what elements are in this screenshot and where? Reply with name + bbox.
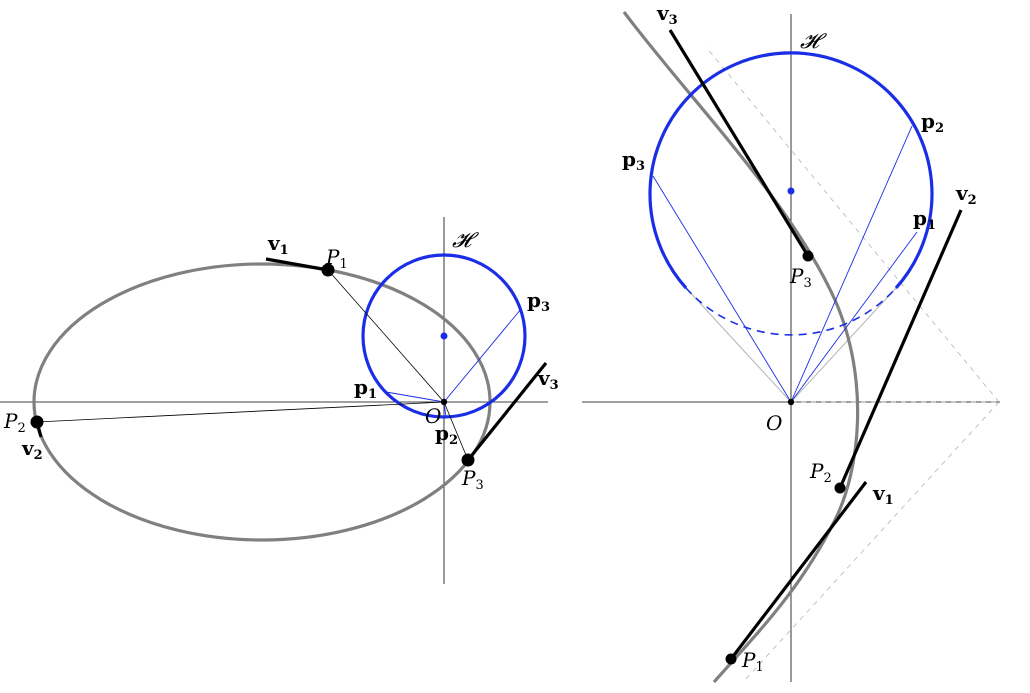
right-label-P1: P1	[741, 648, 764, 675]
right-point-p2	[834, 482, 846, 494]
left-hodo-vector-p3	[443, 308, 522, 403]
right-hodograph-arc-solid	[648, 51, 934, 290]
left-label-P3: P3	[461, 466, 484, 493]
right-label-P2: P2	[809, 459, 832, 486]
left-label-p1: p1	[354, 375, 377, 402]
right-asymptote-a	[705, 46, 1000, 403]
right-hodograph-arc-dashed	[685, 287, 897, 336]
right-hodo-vector-p1	[790, 231, 918, 403]
right-label-v3: v3	[656, 1, 678, 28]
right-velocity-v2	[838, 209, 963, 489]
left-hodograph-center	[440, 332, 448, 340]
left-hodo-vector-p1	[385, 391, 445, 403]
right-hodograph-center	[787, 187, 795, 195]
right-velocity-v1	[729, 481, 868, 660]
left-label-v2: v2	[21, 436, 43, 463]
left-label-v1: v1	[267, 231, 289, 258]
left-radius-p3	[443, 401, 469, 461]
right-hodo-vector-p2	[790, 125, 913, 403]
left-label-P1: P1	[325, 245, 348, 272]
left-panel: 𝓗 O P1 P2 P3 v1 v2 v3 p1 p2 p3	[0, 217, 559, 584]
right-label-p2: p2	[921, 109, 944, 136]
right-origin-label: O	[766, 411, 782, 435]
left-radius-p2	[36, 401, 445, 423]
left-point-p1	[321, 263, 335, 277]
left-hodograph-label: 𝓗	[452, 228, 479, 252]
left-label-p2: p2	[435, 421, 458, 448]
right-point-p1	[725, 653, 737, 665]
left-label-p3: p3	[527, 288, 550, 315]
right-tangent-left	[685, 287, 792, 403]
right-panel: 𝓗 O P1 P2 P3 v1 v2 v3 p1 p2 p3	[582, 1, 1000, 684]
left-radius-p1	[327, 269, 445, 403]
right-asymptote-b	[744, 401, 1000, 681]
left-point-p2	[30, 415, 44, 429]
right-label-P3: P3	[789, 264, 812, 291]
right-label-v2: v2	[955, 181, 977, 208]
right-label-p1: p1	[913, 206, 936, 233]
right-point-p3	[802, 250, 814, 262]
right-hyperbola-orbit	[622, 11, 860, 684]
right-label-v1: v1	[872, 481, 894, 508]
left-point-p3	[461, 453, 475, 467]
left-label-v3: v3	[537, 366, 559, 393]
left-origin-label: O	[425, 404, 441, 428]
right-tangent-right	[790, 287, 897, 403]
left-velocity-v1	[265, 257, 329, 272]
right-label-p3: p3	[622, 147, 645, 174]
left-velocity-v3	[466, 361, 548, 462]
right-velocity-v3	[668, 29, 810, 257]
left-label-P2: P2	[3, 409, 26, 436]
right-hodo-vector-p3	[652, 175, 792, 403]
right-hodograph-label: 𝓗	[800, 29, 827, 53]
left-origin-dot	[440, 398, 448, 406]
left-hodograph-circle	[361, 253, 527, 419]
right-origin-dot	[787, 398, 795, 406]
